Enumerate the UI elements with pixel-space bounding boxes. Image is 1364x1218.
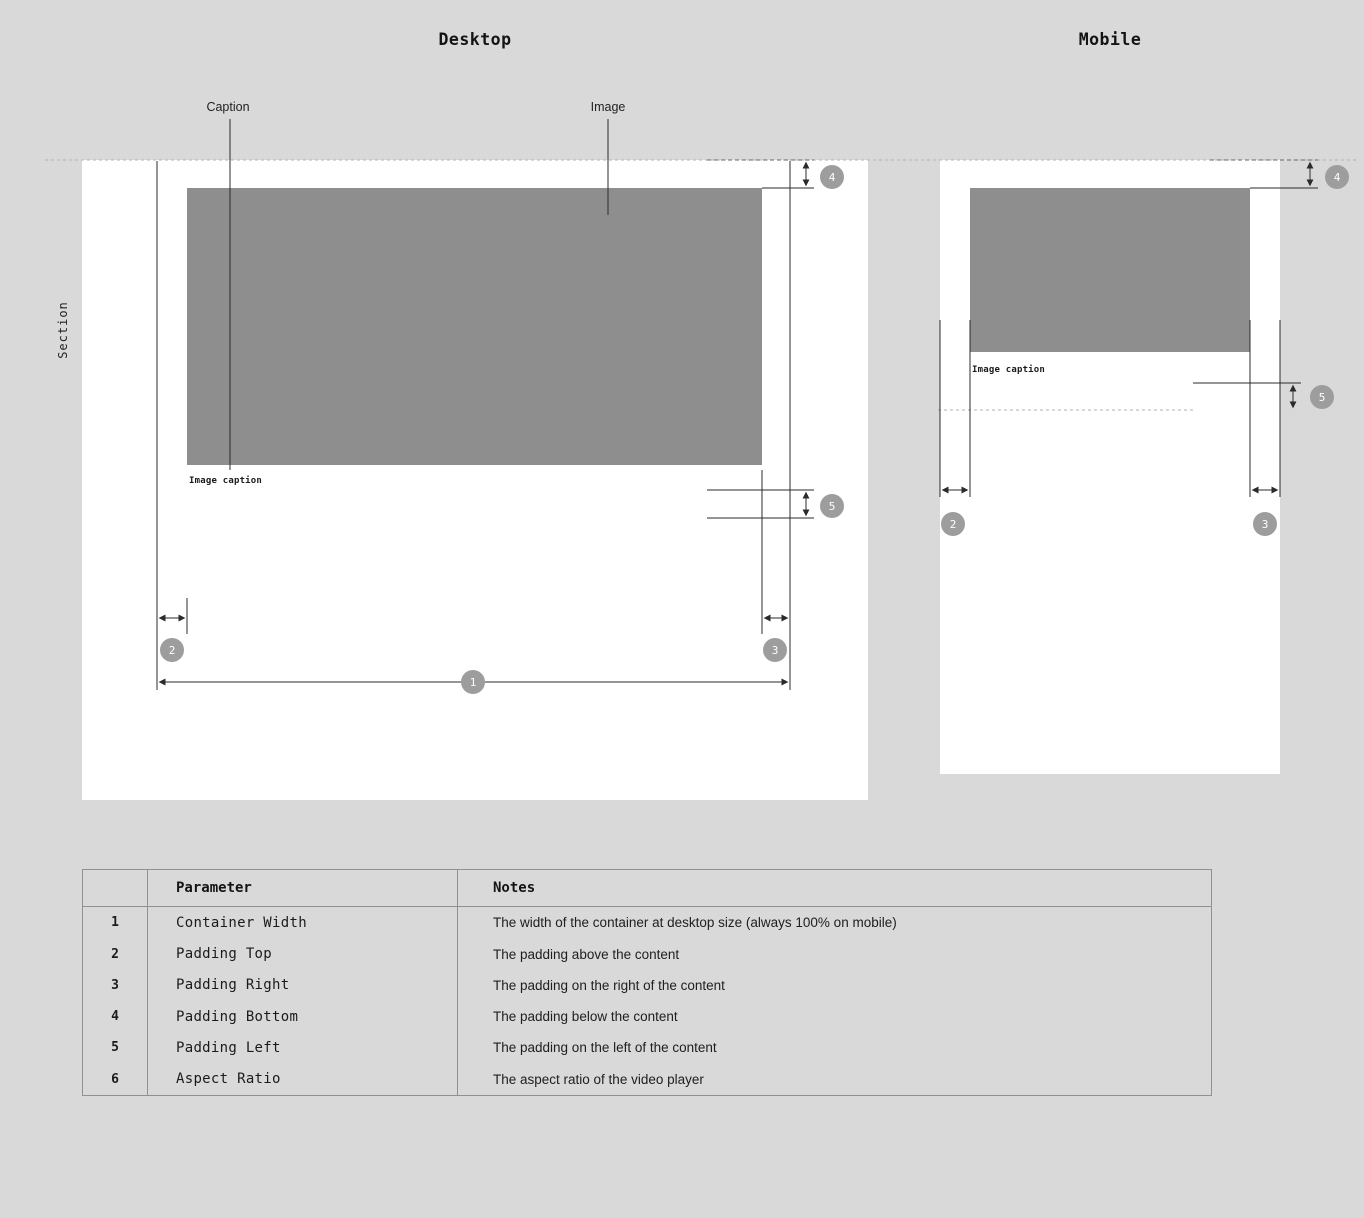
image-annotation-label: Image (590, 100, 626, 114)
section-label: Section (56, 301, 70, 359)
row-num: 4 (111, 1009, 119, 1025)
desktop-marker-5: 5 (820, 494, 844, 518)
header-notes: Notes (457, 869, 1212, 907)
row-num: 6 (111, 1071, 119, 1087)
mobile-marker-3: 3 (1253, 512, 1277, 536)
row-parameter: Padding Bottom (147, 1000, 458, 1033)
row-parameter: Container Width (147, 906, 458, 939)
row-parameter: Padding Top (147, 938, 458, 970)
row-num: 2 (111, 946, 119, 962)
desktop-image-block (187, 188, 762, 465)
row-parameter: Aspect Ratio (147, 1063, 458, 1096)
table-header-row: Parameter Notes (82, 869, 1212, 907)
row-notes: The width of the container at desktop si… (457, 906, 1212, 939)
row-parameter: Padding Right (147, 969, 458, 1001)
mobile-marker-5: 5 (1310, 385, 1334, 409)
row-notes: The aspect ratio of the video player (457, 1063, 1212, 1096)
desktop-title: Desktop (438, 30, 512, 49)
header-parameter: Parameter (147, 869, 458, 907)
row-parameter: Padding Left (147, 1032, 458, 1064)
caption-annotation-label: Caption (206, 100, 250, 114)
mobile-image-block (970, 188, 1250, 352)
desktop-marker-3: 3 (763, 638, 787, 662)
desktop-image-caption: Image caption (189, 476, 263, 486)
mobile-title: Mobile (1078, 30, 1142, 49)
row-num: 1 (111, 915, 119, 931)
row-notes: The padding above the content (457, 938, 1212, 970)
desktop-marker-2: 2 (160, 638, 184, 662)
row-notes: The padding below the content (457, 1000, 1212, 1033)
row-notes: The padding on the right of the content (457, 969, 1212, 1001)
row-num: 5 (111, 1040, 119, 1056)
mobile-marker-4: 4 (1325, 165, 1349, 189)
desktop-marker-4: 4 (820, 165, 844, 189)
row-notes: The padding on the left of the content (457, 1032, 1212, 1064)
mobile-marker-2: 2 (941, 512, 965, 536)
table-row: 1 Container Width The width of the conta… (83, 906, 1212, 939)
table-row: 5 Padding Left The padding on the left o… (83, 1032, 1212, 1064)
table-row: 4 Padding Bottom The padding below the c… (83, 1000, 1212, 1033)
parameters-table: Parameter Notes 1 Container Width The wi… (82, 869, 1212, 1096)
header-num (82, 869, 148, 907)
row-num: 3 (111, 977, 119, 993)
desktop-marker-1: 1 (461, 670, 485, 694)
table-row: 3 Padding Right The padding on the right… (83, 969, 1212, 1001)
table-row: 6 Aspect Ratio The aspect ratio of the v… (83, 1063, 1212, 1096)
mobile-image-caption: Image caption (972, 365, 1046, 375)
table-row: 2 Padding Top The padding above the cont… (83, 938, 1212, 970)
